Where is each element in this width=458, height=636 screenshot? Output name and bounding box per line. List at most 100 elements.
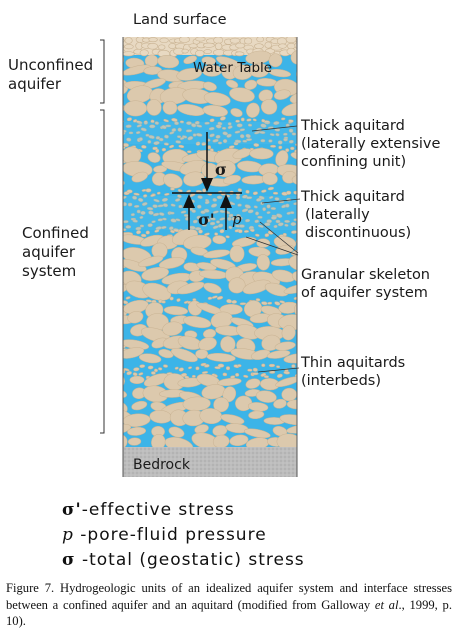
clay-grain [161,300,166,304]
clay-grain [253,143,260,147]
clay-grain [138,137,143,142]
clay-grain [219,229,225,234]
clay-grain [228,213,234,218]
clay-grain [208,127,215,131]
clay-grain [118,227,123,230]
clay-grain [160,226,167,229]
clay-grain [126,117,132,122]
clay-grain [242,139,248,143]
clay-grain [143,120,148,125]
clay-grain [118,119,122,122]
clay-grain [252,191,258,195]
clay-grain [276,213,283,218]
clay-grain [283,137,288,142]
gravel-grain [123,51,135,57]
clay-grain [222,139,228,143]
clay-grain [142,202,148,206]
clay-grain [239,134,245,139]
sand-grain [260,99,278,115]
sand-grain [266,350,291,359]
sand-grain [202,81,217,91]
clay-grain [237,188,242,192]
clay-grain [284,223,289,227]
clay-grain [212,139,219,143]
clay-grain [234,139,242,143]
clay-grain [175,218,181,222]
legend-total-stress: σ -total (geostatic) stress [62,550,305,570]
clay-grain [211,295,218,299]
sand-grain [244,79,258,90]
clay-grain [169,226,174,231]
sand-grain [183,55,197,65]
gravel-grain [124,44,134,50]
clay-grain [112,219,117,223]
clay-grain [268,363,275,368]
clay-grain [155,136,161,140]
clay-grain [217,223,224,228]
clay-grain [247,123,253,127]
sand-grain [123,248,124,262]
thick-aquitard-discontinuous-label: Thick aquitard (laterally discontinuous) [301,189,412,241]
clay-grain [147,365,154,370]
leader-granular-1 [259,221,299,254]
gravel-grain [278,43,287,49]
clay-grain [164,193,170,196]
sand-grain [195,349,209,359]
sand-grain [281,325,296,341]
clay-grain [169,211,175,215]
bedrock-layer [123,447,297,477]
clay-grain [126,137,132,142]
sand-grain [162,173,183,189]
clay-grain [240,117,245,122]
clay-grain [215,124,222,129]
gravel-grain [139,49,149,57]
clay-grain [191,123,197,128]
gravel-grain [264,41,272,49]
clay-grain [216,195,223,200]
sand-grain [127,311,144,324]
clay-grain [148,135,155,139]
clay-grain [143,194,148,198]
clay-grain [255,298,261,302]
legend-text: -pore-fluid pressure [73,525,267,545]
clay-grain [114,147,119,151]
clay-grain [286,190,292,195]
gravel-grain [159,37,169,44]
gravel-grain [195,49,205,57]
gravel-grain [157,44,166,50]
sand-grain [198,337,217,351]
clay-grain [258,224,264,228]
clay-grain [261,363,266,367]
sand-grain [273,398,287,409]
clay-grain [245,133,251,139]
sand-grain [123,433,128,451]
clay-grain [196,215,202,220]
sand-grain [245,378,261,389]
clay-grain [145,188,152,193]
clay-grain [132,372,138,377]
sand-grain [127,437,142,446]
clay-grain [241,208,249,213]
clay-grain [164,134,169,139]
sand-grain [248,410,265,420]
clay-grain [263,120,271,125]
clay-grain [170,218,177,223]
clay-grain [125,296,131,300]
sand-grain [213,397,229,413]
gravel-grain [179,37,190,43]
clay-grain [288,119,294,123]
clay-grain [276,373,283,378]
clay-grain [293,296,297,300]
gravel-grain [256,37,264,43]
clay-grain [174,366,179,370]
sand-grain [196,262,217,271]
clay-grain [169,144,175,149]
sand-grain [255,390,277,403]
clay-grain [132,219,138,223]
clay-grain [149,124,156,129]
sand-grain [275,150,289,167]
clay-grain [171,128,177,132]
clay-grain [140,211,146,215]
water-table-label: Water Table [193,60,273,76]
clay-grain [268,139,273,143]
